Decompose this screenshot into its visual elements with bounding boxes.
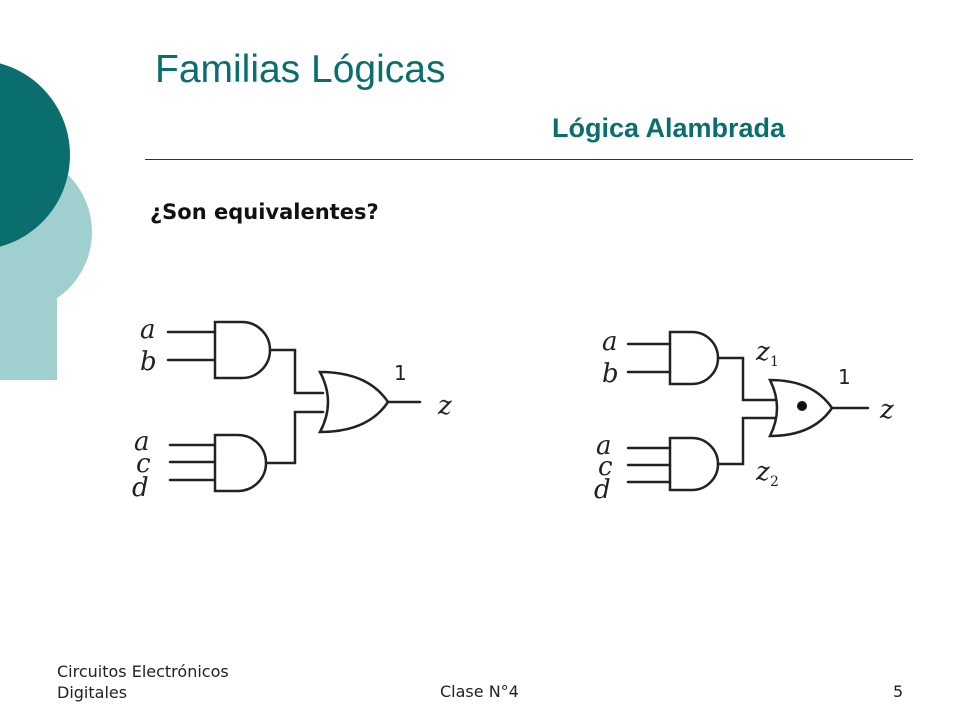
and-gate-bottom-right [668, 436, 720, 492]
intermediate-label-z2-subscript: 2 [770, 474, 779, 490]
input-label-d-right: d [594, 475, 611, 505]
input-label-a-top: a [140, 315, 156, 345]
and-gate-top-right [668, 330, 720, 386]
wire-z2-to-or [716, 416, 777, 466]
footer-course-line2: Digitales [57, 683, 128, 702]
title-divider [145, 159, 913, 160]
output-label-z-left: z [437, 391, 452, 421]
input-label-a-top-right: a [602, 327, 618, 357]
or-gate-right [767, 378, 834, 438]
input-label-b-right: b [602, 359, 619, 389]
footer-class: Clase N°4 [440, 682, 519, 701]
or-gate-left [317, 370, 390, 434]
footer-course-line1: Circuitos Electrónicos [57, 662, 229, 681]
input-label-c-right: c [598, 452, 613, 482]
intermediate-label-z1-subscript: 1 [770, 354, 779, 370]
circuit-right: a b a c d z 1 z 2 1 z [594, 327, 894, 505]
intermediate-label-z1: z [755, 337, 770, 367]
input-label-a-bottom-right: a [596, 431, 612, 461]
input-label-a-bottom: a [134, 427, 150, 457]
circuit-left: a b a c d 1 z [132, 315, 452, 503]
wire-and2-to-or [264, 410, 325, 465]
gate-mark-left: 1 [394, 361, 407, 385]
slide-subtitle: Lógica Alambrada [552, 113, 786, 143]
footer-page-number: 5 [893, 682, 904, 701]
slide-title: Familias Lógicas [155, 48, 446, 91]
gate-mark-right: 1 [838, 365, 851, 389]
intermediate-label-z2: z [755, 457, 770, 487]
question-text: ¿Son equivalentes? [150, 200, 379, 224]
and-gate-top-left [213, 320, 272, 380]
decorative-circles [0, 63, 92, 380]
decorative-circle-dark [0, 63, 70, 247]
wire-z1-to-or [716, 356, 777, 402]
wired-logic-dot [797, 401, 807, 411]
input-label-d: d [132, 473, 149, 503]
decorative-block-light [0, 298, 57, 380]
input-label-c: c [136, 449, 151, 479]
footer-course: Circuitos Electrónicos Digitales [57, 661, 277, 703]
output-label-z-right: z [879, 395, 894, 425]
wire-and1-to-or [268, 348, 325, 395]
and-gate-bottom-left [213, 433, 268, 493]
input-label-b: b [140, 347, 157, 377]
